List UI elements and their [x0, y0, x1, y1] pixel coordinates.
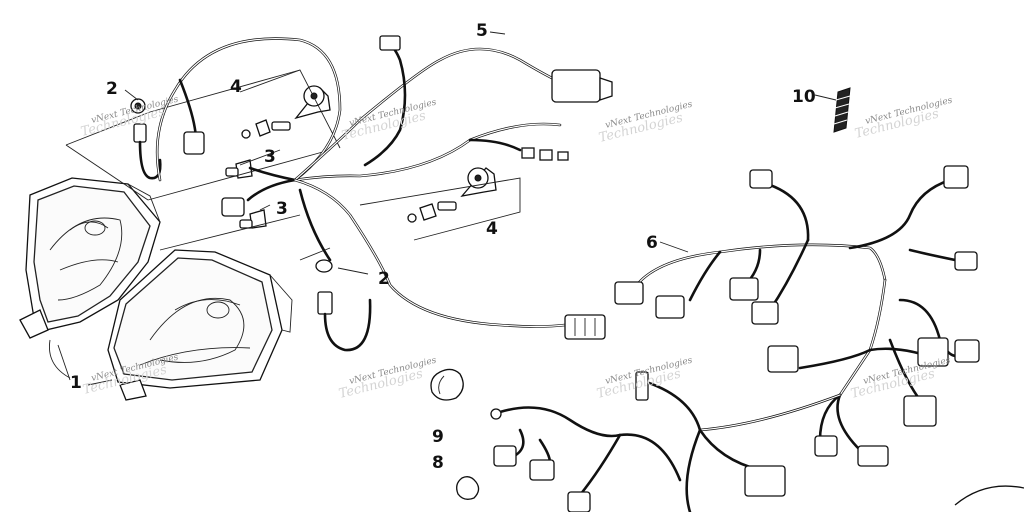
- cable-clamp-8: [456, 476, 480, 500]
- callout-4-lower: 4: [486, 219, 498, 239]
- callout-2-upper: 2: [106, 79, 118, 99]
- spring-10: [833, 87, 851, 133]
- callout-10: 10: [792, 87, 816, 107]
- cable-clamp-9: [430, 368, 464, 401]
- bulb-3-upper: [225, 159, 253, 179]
- headlight-left: [19, 177, 161, 339]
- callout-5: 5: [476, 21, 488, 41]
- bulb-3-lower: [239, 209, 267, 229]
- leader-lines: [48, 31, 837, 386]
- callout-3-lower: 3: [276, 199, 288, 219]
- main-harness: [614, 165, 980, 512]
- headlight-harness: [155, 35, 613, 340]
- socket-upper-left: [130, 98, 162, 180]
- callout-3-upper: 3: [264, 147, 276, 167]
- callout-8: 8: [432, 453, 444, 473]
- headlight-right: [107, 249, 293, 401]
- bulb-assembly-upper: [241, 85, 331, 139]
- callout-9: 9: [432, 427, 444, 447]
- callout-6: 6: [646, 233, 658, 253]
- callout-1: 1: [70, 373, 82, 393]
- bulb-assembly-lower: [407, 167, 497, 223]
- sub-harness: [490, 406, 1024, 512]
- callout-2-lower: 2: [378, 269, 390, 289]
- socket-right-2: [315, 259, 372, 352]
- callouts: 1 2 2 3 3 4 4 5 6 8 9 10: [70, 21, 816, 473]
- callout-4-upper: 4: [230, 77, 242, 97]
